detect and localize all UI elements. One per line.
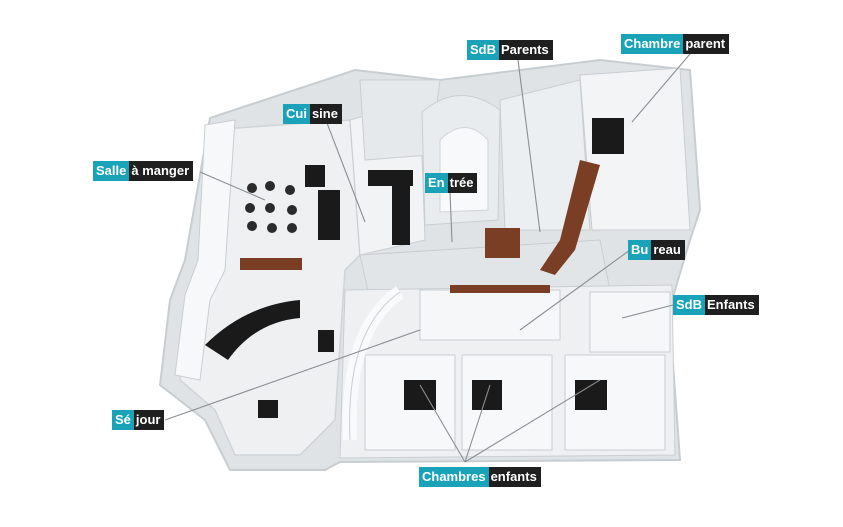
parent-bed [592,118,624,154]
left-wall [174,119,236,381]
shelf-2 [485,228,520,258]
wood-elements [240,160,600,293]
bureau-room [419,289,561,341]
sideboard [240,258,302,270]
child-room-3 [564,354,666,451]
staircase [439,127,489,213]
sofa [205,300,300,360]
kitchen-appliance [305,165,325,187]
kitchen-island [318,190,340,240]
child-bed-1 [404,380,436,410]
kitchen-counter [392,185,410,245]
curved-shelf-wall-edge [349,291,401,441]
shelf-1 [450,285,550,293]
armchair-2 [258,400,278,418]
child-bed-3 [575,380,607,410]
sdb-parents-floor [499,79,591,231]
dining-chairs [245,181,297,233]
sdb-enfants-room [589,291,671,353]
armchair-1 [318,330,334,352]
corridor-partition [540,160,600,275]
leader-lines [164,53,691,463]
kitchen-counter-top [368,170,413,186]
